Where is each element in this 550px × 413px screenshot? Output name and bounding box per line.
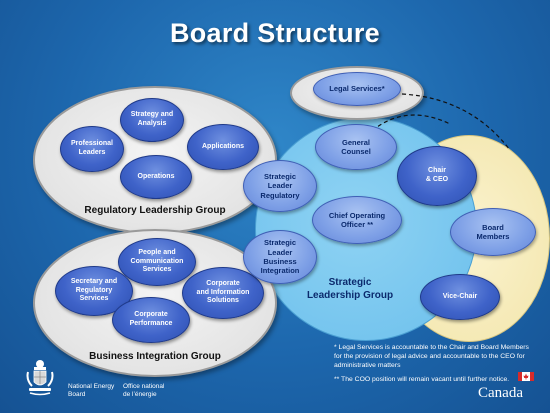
- strategic-leader-regulatory-label: Strategic Leader Regulatory: [260, 171, 300, 200]
- legal-services-label: Legal Services*: [329, 84, 385, 94]
- coo-node: Chief Operating Officer **: [312, 196, 402, 244]
- canada-wordmark: Canada: [478, 372, 548, 406]
- coat-of-arms-icon: [24, 358, 56, 398]
- operations-node: Operations: [120, 155, 192, 199]
- general-counsel-node: General Counsel: [315, 124, 397, 170]
- applications-label: Applications: [201, 142, 244, 150]
- chair-ceo-node: Chair & CEO: [397, 146, 477, 206]
- regulatory-group-label: Regulatory Leadership Group: [84, 205, 226, 216]
- applications-node: Applications: [187, 124, 259, 170]
- people-communication-node: People and Communication Services: [118, 238, 196, 286]
- secretary-regulatory-label: Secretary and Regulatory Services: [70, 277, 118, 303]
- general-counsel-label: General Counsel: [341, 137, 371, 156]
- strategy-analysis-label: Strategy and Analysis: [130, 111, 174, 127]
- page-title: Board Structure: [169, 18, 381, 48]
- business-group-label: Business Integration Group: [89, 351, 221, 362]
- professional-leaders-label: Professional Leaders: [70, 140, 113, 156]
- strategic-leader-business-integration-label: Strategic Leader Business Integration: [260, 238, 300, 276]
- board-members-label: Board Members: [476, 222, 510, 241]
- board-members-node: Board Members: [450, 208, 536, 256]
- professional-leaders-node: Professional Leaders: [60, 126, 124, 172]
- coo-note: ** The COO position will remain vacant u…: [334, 376, 510, 383]
- strategic-group-label: Strategic Leadership Group: [306, 277, 394, 301]
- strategy-analysis-node: Strategy and Analysis: [120, 98, 184, 142]
- legal-services-node: Legal Services*: [313, 72, 401, 106]
- neb-english-name: National Energy Board: [68, 383, 115, 399]
- corporate-performance-node: Corporate Performance: [112, 297, 190, 343]
- corporate-information-label: Corporate and Information Solutions: [196, 279, 250, 305]
- strategic-leader-regulatory-node: Strategic Leader Regulatory: [243, 160, 317, 212]
- neb-french-name: Office national de l’énergie: [123, 383, 165, 399]
- vice-chair-node: Vice-Chair: [420, 274, 500, 320]
- corporate-performance-label: Corporate Performance: [129, 311, 173, 327]
- chair-ceo-label: Chair & CEO: [425, 167, 449, 183]
- operations-label: Operations: [137, 172, 175, 180]
- strategic-leader-business-integration-node: Strategic Leader Business Integration: [243, 230, 317, 284]
- vice-chair-label: Vice-Chair: [442, 292, 478, 300]
- canada-text: Canada: [478, 385, 523, 401]
- people-communication-label: People and Communication Services: [130, 248, 184, 274]
- corporate-information-node: Corporate and Information Solutions: [182, 267, 264, 319]
- legal-services-note: * Legal Services is accountable to the C…: [334, 344, 529, 369]
- maple-leaf-flag-icon: [518, 372, 534, 381]
- coo-label: Chief Operating Officer **: [328, 210, 386, 229]
